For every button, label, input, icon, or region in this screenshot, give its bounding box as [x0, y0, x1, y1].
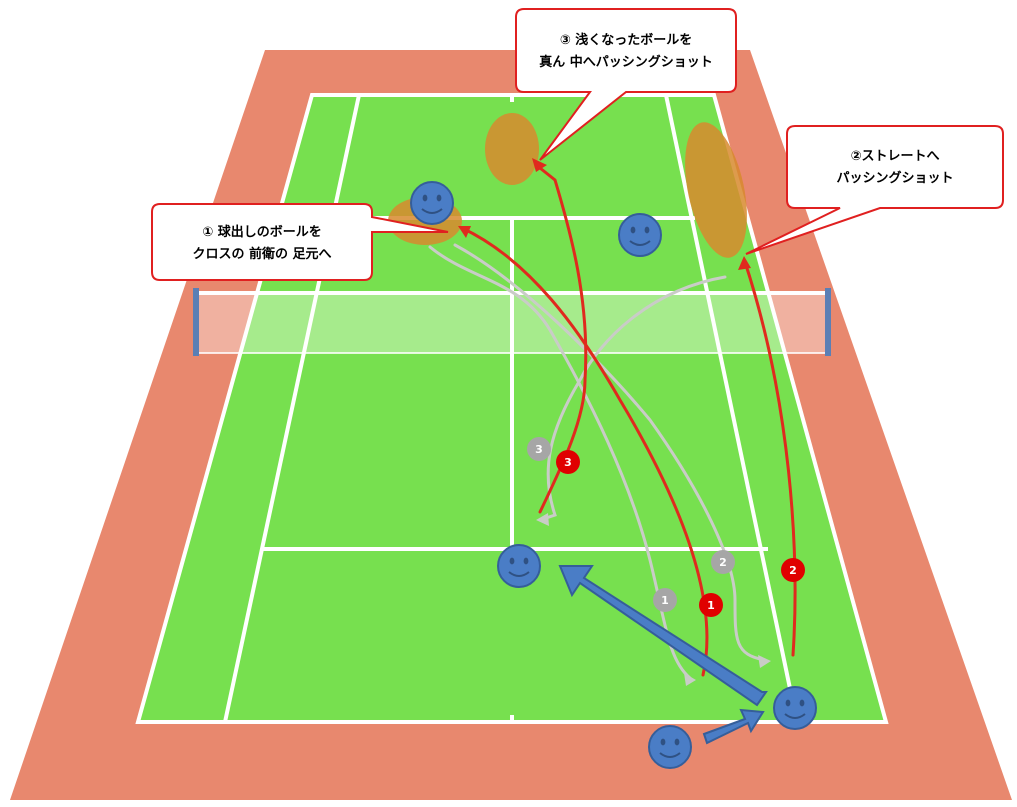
player-far-right — [619, 214, 661, 256]
smiley-face-icon — [510, 558, 515, 565]
gray-marker-2: 2 — [711, 550, 735, 574]
svg-text:2: 2 — [719, 556, 727, 569]
smiley-face-icon — [631, 227, 636, 234]
player-near-center — [498, 545, 540, 587]
red-marker-1: 1 — [699, 593, 723, 617]
svg-text:1: 1 — [661, 594, 669, 607]
smiley-face-icon — [661, 739, 666, 746]
callout-shot1-line1: ① 球出しのボールを — [202, 224, 322, 240]
smiley-face-icon — [786, 700, 791, 707]
callout-shot2-line1: ②ストレートへ — [850, 149, 939, 164]
callout-shot1-line2: クロスの 前衛の 足元へ — [192, 246, 331, 262]
gray-marker-1: 1 — [653, 588, 677, 612]
net-post-right — [825, 288, 831, 356]
target-zone-center — [485, 113, 539, 185]
callout-shot3-line1: ③ 浅くなったボールを — [560, 32, 693, 48]
red-marker-2: 2 — [781, 558, 805, 582]
svg-text:2: 2 — [789, 564, 797, 577]
callout-shot3-line2: 真ん 中へパッシングショット — [539, 54, 713, 70]
player-near-right — [774, 687, 816, 729]
player-far-left — [411, 182, 453, 224]
callout-shot2-line2: パッシングショット — [836, 170, 953, 186]
gray-marker-3: 3 — [527, 437, 551, 461]
svg-text:1: 1 — [707, 599, 715, 612]
smiley-face-icon — [423, 195, 428, 202]
net-post-left — [193, 288, 199, 356]
red-marker-3: 3 — [556, 450, 580, 474]
svg-text:3: 3 — [535, 443, 543, 456]
tennis-net — [193, 288, 831, 356]
player-feeder — [649, 726, 691, 768]
svg-text:3: 3 — [564, 456, 572, 469]
